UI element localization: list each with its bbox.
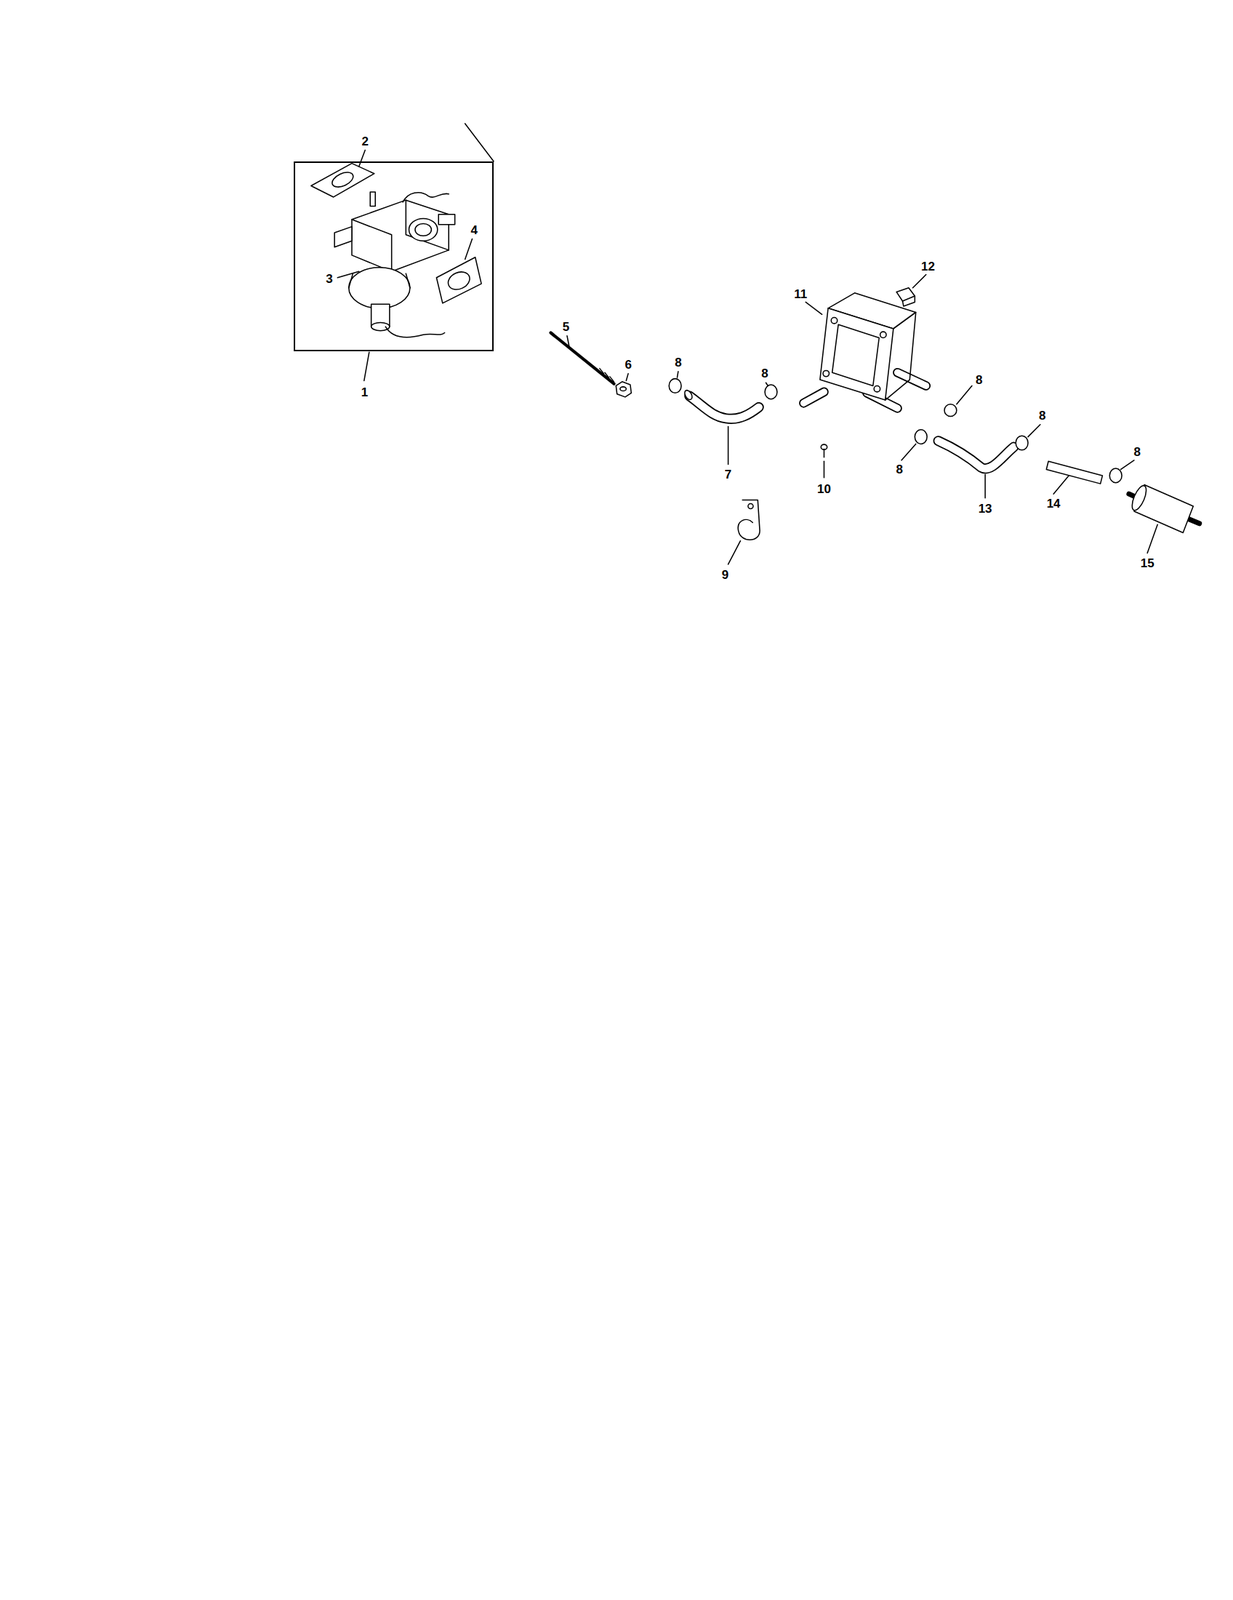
fuel-hose bbox=[938, 440, 1015, 469]
callout-number: 3 bbox=[325, 271, 333, 285]
gasket bbox=[436, 257, 482, 304]
fuel-line bbox=[1046, 460, 1103, 484]
leader-line bbox=[727, 426, 730, 465]
leader-line bbox=[956, 385, 973, 404]
leader-line bbox=[984, 474, 986, 498]
leader-line bbox=[1147, 524, 1158, 553]
callout-number: 8 bbox=[1133, 445, 1140, 459]
assembly-frame: 1 bbox=[293, 161, 494, 352]
callout-number: 8 bbox=[761, 367, 768, 380]
leader-line bbox=[766, 382, 769, 386]
hose-clamp bbox=[1015, 435, 1028, 451]
hose-clamp bbox=[1109, 468, 1122, 483]
screw bbox=[820, 444, 827, 458]
leader-line bbox=[913, 274, 927, 288]
fuel-filter bbox=[1129, 483, 1200, 533]
gasket bbox=[311, 163, 375, 198]
callout-number: 14 bbox=[1046, 496, 1061, 509]
hose-clip bbox=[737, 500, 760, 541]
callout-number: 10 bbox=[817, 482, 831, 495]
callout-number: 2 bbox=[361, 134, 368, 147]
carburetor bbox=[334, 191, 456, 338]
hose-clamp bbox=[668, 378, 682, 394]
callout-number: 8 bbox=[975, 372, 983, 386]
leader-line bbox=[337, 271, 359, 277]
cap bbox=[896, 287, 915, 307]
leader-line bbox=[728, 540, 741, 565]
leader-line bbox=[359, 149, 365, 166]
leader-line bbox=[1121, 460, 1135, 470]
hose-clamp bbox=[764, 384, 778, 400]
callout-number: 1 bbox=[361, 386, 368, 399]
leader-line bbox=[567, 335, 570, 347]
callout-number: 11 bbox=[793, 287, 807, 301]
leader-line bbox=[625, 373, 629, 381]
hose-clamp bbox=[914, 429, 927, 445]
fuel-hose bbox=[683, 388, 759, 419]
callout-number: 8 bbox=[674, 355, 682, 368]
callout-number: 5 bbox=[562, 319, 570, 333]
nut bbox=[615, 381, 632, 397]
callout-number: 8 bbox=[896, 463, 903, 476]
callout-number: 6 bbox=[624, 357, 632, 371]
frame-line bbox=[465, 123, 494, 162]
callout-number: 9 bbox=[721, 567, 729, 581]
leader-line bbox=[1053, 475, 1069, 494]
callout-number: 7 bbox=[724, 468, 732, 481]
callout-number: 13 bbox=[978, 501, 993, 514]
callout-number: 15 bbox=[1140, 556, 1155, 570]
leader-line bbox=[823, 460, 826, 477]
leader-line bbox=[1027, 424, 1041, 437]
leader-line bbox=[364, 351, 370, 381]
callout-number: 12 bbox=[921, 260, 935, 273]
hose-clamp bbox=[944, 404, 957, 417]
leader-line bbox=[805, 301, 822, 315]
leader-line bbox=[676, 371, 678, 378]
bolt bbox=[551, 332, 615, 384]
fuel-pump bbox=[803, 292, 926, 409]
callout-number: 8 bbox=[1038, 408, 1046, 421]
callout-number: 4 bbox=[471, 223, 478, 236]
leader-line bbox=[465, 238, 473, 259]
leader-line bbox=[901, 443, 917, 460]
